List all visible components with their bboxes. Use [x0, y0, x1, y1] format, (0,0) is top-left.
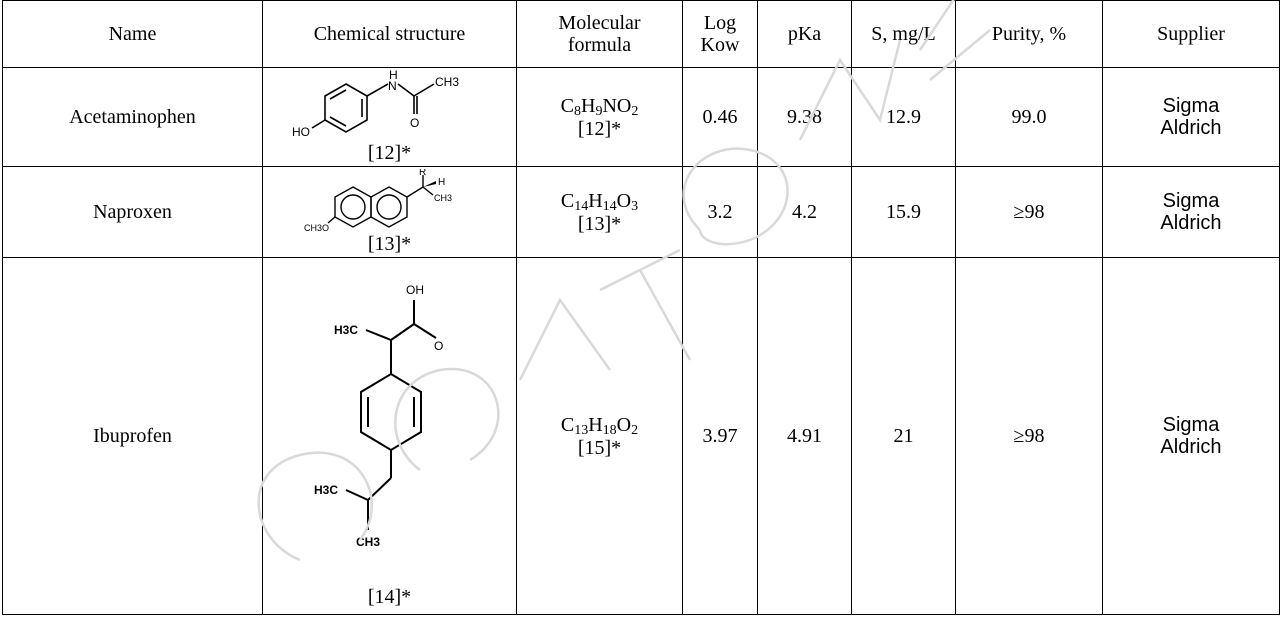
cell-logkow: 3.2: [682, 166, 758, 258]
cell-logkow: 0.46: [682, 67, 758, 167]
struct-label: R: [419, 169, 426, 178]
ibuprofen-structure: OH H3C O H3C CH3: [314, 283, 443, 549]
header-formula: Molecular formula: [516, 0, 683, 68]
struct-label: H: [438, 177, 445, 188]
struct-label: N: [388, 79, 397, 93]
table-row: Acetaminophen H N CH3 O: [2, 67, 1280, 167]
cell-name: Ibuprofen: [2, 257, 263, 615]
cell-pka: 4.91: [757, 257, 852, 615]
cell-formula: C14H14O3 [13]*: [516, 166, 683, 258]
struct-label: CH3: [435, 75, 459, 89]
header-row: Name Chemical structure Molecular formul…: [2, 0, 1280, 68]
table-row: Ibuprofen OH: [2, 257, 1280, 615]
table-row: Naproxen R H CH3 CH3O [13]*: [2, 166, 1280, 258]
structure-ref: [13]*: [367, 233, 412, 255]
header-formula-line1: Molecular: [558, 12, 641, 34]
cell-pka: 9.38: [757, 67, 852, 167]
cell-supplier: Sigma Aldrich: [1102, 67, 1280, 167]
cell-solubility: 15.9: [851, 166, 956, 258]
molecular-formula: C8H9NO2: [560, 95, 639, 119]
struct-label: CH3: [434, 193, 452, 203]
cell-solubility: 12.9: [851, 67, 956, 167]
cell-formula: C13H18O2 [15]*: [516, 257, 683, 615]
formula-ref: [15]*: [577, 437, 622, 459]
struct-label: H3C: [334, 323, 358, 337]
acetaminophen-structure: H N CH3 O HO: [292, 70, 459, 139]
cell-logkow: 3.97: [682, 257, 758, 615]
header-logkow: Log Kow: [682, 0, 758, 68]
cell-purity: ≥98: [955, 257, 1103, 615]
cell-purity: ≥98: [955, 166, 1103, 258]
cell-supplier: Sigma Aldrich: [1102, 257, 1280, 615]
header-pka: pKa: [757, 0, 852, 68]
header-supplier: Supplier: [1102, 0, 1280, 68]
struct-label: HO: [292, 125, 310, 139]
header-purity: Purity, %: [955, 0, 1103, 68]
structure-ref: [14]*: [367, 586, 412, 608]
cell-solubility: 21: [851, 257, 956, 615]
supplier-line2: Aldrich: [1160, 117, 1222, 139]
molecular-formula: C14H14O3: [560, 190, 639, 214]
header-logkow-line2: Kow: [700, 34, 740, 56]
cell-name: Acetaminophen: [2, 67, 263, 167]
struct-label: CH3: [356, 535, 380, 549]
formula-ref: [12]*: [577, 118, 622, 140]
structure-ref: [12]*: [367, 142, 412, 164]
supplier-line1: Sigma: [1162, 414, 1220, 436]
supplier-line2: Aldrich: [1160, 212, 1222, 234]
cell-structure: H N CH3 O HO [12]*: [262, 67, 517, 167]
struct-label: O: [410, 116, 419, 130]
struct-label: H3C: [314, 483, 338, 497]
naproxen-structure: R H CH3 CH3O: [304, 169, 452, 233]
cell-pka: 4.2: [757, 166, 852, 258]
supplier-line2: Aldrich: [1160, 436, 1222, 458]
struct-label: CH3O: [304, 223, 329, 233]
molecular-formula: C13H18O2: [560, 414, 639, 438]
header-name: Name: [2, 0, 263, 68]
supplier-line1: Sigma: [1162, 190, 1220, 212]
struct-label: O: [434, 339, 443, 353]
struct-label: H: [389, 70, 398, 82]
header-structure: Chemical structure: [262, 0, 517, 68]
cell-formula: C8H9NO2 [12]*: [516, 67, 683, 167]
cell-structure: OH H3C O H3C CH3 [14]*: [262, 257, 517, 615]
supplier-line1: Sigma: [1162, 95, 1220, 117]
cell-purity: 99.0: [955, 67, 1103, 167]
cell-supplier: Sigma Aldrich: [1102, 166, 1280, 258]
header-logkow-line1: Log: [703, 12, 737, 34]
header-solubility: S, mg/L: [851, 0, 956, 68]
struct-label: OH: [406, 283, 424, 297]
formula-ref: [13]*: [577, 213, 622, 235]
header-formula-line2: formula: [567, 34, 632, 56]
cell-name: Naproxen: [2, 166, 263, 258]
cell-structure: R H CH3 CH3O [13]*: [262, 166, 517, 258]
